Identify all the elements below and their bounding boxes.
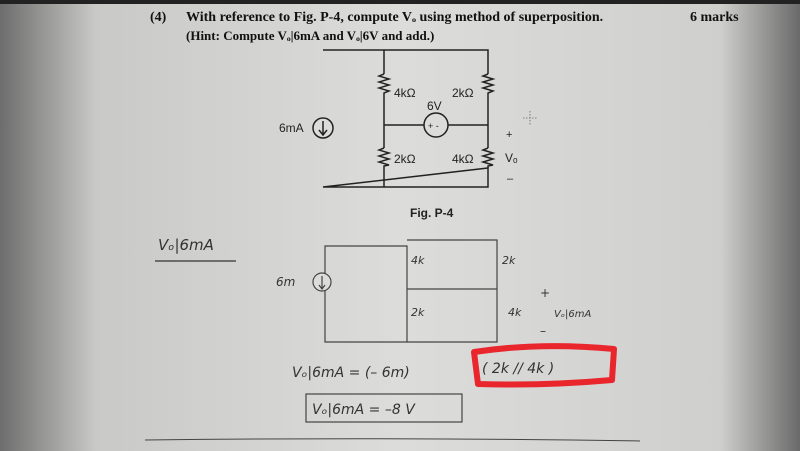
r-top-left-label: 4kΩ — [394, 86, 416, 100]
hint: (Hint: Compute Vₒ|6mA and Vₒ|6V and add.… — [186, 28, 434, 43]
equation-lhs: Vₒ|6mA = (– 6m) — [292, 365, 410, 381]
figure-caption: Fig. P-4 — [410, 206, 454, 220]
result-box — [305, 393, 463, 423]
equation-highlight: ( 2k // 4k ) — [482, 361, 554, 377]
voltage-source-label: 6V — [427, 99, 442, 113]
hand-r4: 4k — [508, 306, 522, 319]
hand-plus: + — [540, 286, 550, 300]
resistor-icon — [480, 73, 496, 96]
voltage-source-icon — [423, 112, 449, 138]
output-plus: + — [506, 129, 512, 141]
resistor-icon — [376, 147, 392, 168]
result: Vₒ|6mA = –8 V — [312, 402, 416, 418]
resistor-icon — [376, 73, 392, 96]
r-bottom-right-label: 4kΩ — [452, 152, 474, 166]
hand-output: Vₒ|6mA — [554, 309, 591, 320]
handwritten-circuit — [312, 239, 498, 343]
r-top-right-label: 2kΩ — [452, 86, 474, 100]
hand-r2: 2k — [502, 254, 516, 267]
crosshair-cursor-icon — [523, 111, 537, 125]
top-edge — [0, 0, 800, 4]
current-source-label: 6mA — [279, 121, 304, 135]
r-bottom-left-label: 2kΩ — [394, 152, 416, 166]
question-number: (4) — [150, 10, 167, 25]
hand-source-label: 6m — [276, 275, 295, 289]
output-label: Vₒ — [505, 151, 518, 165]
hand-minus: – — [540, 324, 546, 338]
question-text: With reference to Fig. P-4, compute Vₒ u… — [186, 10, 603, 25]
divider-line — [144, 438, 641, 442]
hand-heading: Vₒ|6mA — [158, 236, 214, 254]
resistor-icon — [480, 147, 496, 168]
hand-r3: 2k — [411, 306, 425, 319]
hand-r1: 4k — [411, 254, 425, 267]
output-minus: – — [507, 173, 514, 185]
red-highlight-box — [471, 343, 617, 388]
voltage-polarity: + - — [428, 121, 439, 131]
marks: 6 marks — [690, 10, 739, 25]
printed-circuit — [312, 49, 496, 188]
